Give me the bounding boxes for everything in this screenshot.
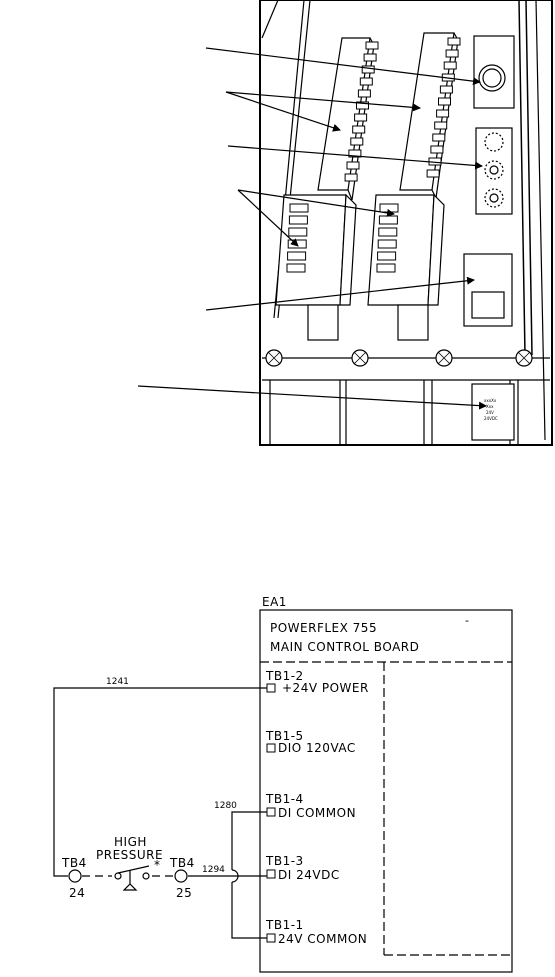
- arrow-left-connector: [225, 91, 341, 132]
- terminal-desc: DI 24VDC: [278, 868, 340, 882]
- terminal-id: TB1-1: [265, 918, 304, 932]
- pin-slot: [359, 77, 373, 86]
- pin-slot: [439, 85, 453, 94]
- arrow-power-label: [137, 385, 487, 410]
- board-ref: EA1: [262, 595, 287, 609]
- wire-label-1241: 1241: [106, 677, 129, 687]
- pin-slot: [348, 149, 362, 158]
- din-connector: [473, 35, 515, 109]
- tb4-right-num: 25: [176, 886, 192, 900]
- terminal-id: TB1-3: [265, 854, 304, 868]
- pin-slot: [287, 239, 307, 249]
- pin-slot: [377, 251, 397, 261]
- pin-slot: [434, 121, 448, 130]
- terminal-desc: DI COMMON: [278, 806, 356, 820]
- switch-diaphragm: [122, 883, 138, 891]
- pin-slot: [354, 113, 368, 122]
- switch-label-line2: PRESSURE: [96, 848, 163, 862]
- switch-contact-left: [114, 872, 122, 880]
- pin-slot: [356, 101, 369, 110]
- terminal-tb1-2: TB1-2 +24V POWER: [265, 669, 369, 695]
- wire-1280-lower: [231, 882, 267, 939]
- wire-1241: [53, 687, 267, 877]
- pin-slot: [363, 53, 377, 62]
- pin-slot: [426, 169, 440, 178]
- tb4-right-label: TB4: [169, 856, 195, 870]
- terminal-tb1-1: TB1-1 24V COMMON: [265, 918, 367, 946]
- arrow-din: [205, 47, 481, 86]
- terminal-tb1-3: TB1-3 DI 24VDC: [265, 854, 340, 882]
- terminal-box: [266, 743, 276, 753]
- terminal-desc: +24V POWER: [282, 681, 369, 695]
- pin-slot: [436, 109, 450, 118]
- arrow-right-connector: [225, 91, 421, 112]
- rj45-jack: [463, 253, 513, 327]
- pin-slot: [378, 215, 398, 225]
- switch-asterisk: *: [154, 858, 161, 872]
- switch-blade: [117, 865, 150, 874]
- rotary-switches: [475, 127, 513, 215]
- pin-slot: [376, 263, 396, 273]
- pin-slot: [286, 263, 306, 273]
- tb4-left-label: TB4: [61, 856, 87, 870]
- arrow-bottom-right: [237, 189, 395, 217]
- pin-slot: [430, 145, 444, 154]
- tb4-25-terminal: [174, 869, 188, 883]
- power-label-line2: Xxx: [486, 404, 494, 409]
- pin-slot: [361, 65, 375, 74]
- pressure-switch: [68, 865, 188, 891]
- pin-slot: [289, 203, 309, 213]
- terminal-id: TB1-5: [265, 729, 304, 743]
- switch-contact-right: [142, 872, 150, 880]
- terminal-box: [266, 869, 276, 879]
- board-title-line2: MAIN CONTROL BOARD: [270, 640, 419, 654]
- pin-slot: [288, 215, 308, 225]
- pin-slot: [357, 89, 371, 98]
- terminal-desc: 24V COMMON: [278, 932, 367, 946]
- photo-frame: [259, 0, 553, 446]
- terminal-box: [266, 807, 276, 817]
- terminal-id: TB1-4: [265, 792, 304, 806]
- pin-slot: [346, 161, 360, 170]
- terminal-box: [266, 683, 276, 693]
- tb4-24-terminal: [68, 869, 82, 883]
- pin-slot: [288, 227, 308, 237]
- pin-slot: [344, 173, 358, 182]
- pin-slot: [445, 49, 459, 58]
- terminal-rail: [262, 349, 550, 445]
- pin-slot: [365, 41, 379, 50]
- pin-slot: [352, 125, 366, 134]
- corner-mark: -: [465, 614, 469, 627]
- arrow-bottom-left: [237, 189, 299, 247]
- terminal-id: TB1-2: [265, 669, 304, 683]
- pin-slot: [438, 97, 451, 106]
- wire-label-1294: 1294: [202, 865, 225, 875]
- power-label-line3: 24V: [486, 410, 494, 415]
- callout-arrows: [137, 47, 487, 410]
- terminal-desc: DIO 120VAC: [278, 741, 356, 755]
- pin-slot: [350, 137, 364, 146]
- pin-slot: [379, 203, 399, 213]
- switch-label-line1: HIGH: [114, 835, 147, 849]
- pin-slot: [447, 37, 461, 46]
- pin-slot: [432, 133, 446, 142]
- pin-slot: [443, 61, 457, 70]
- pin-slot: [377, 239, 397, 249]
- board-title-line1: POWERFLEX 755: [270, 621, 377, 635]
- arrow-rotary: [227, 145, 483, 170]
- wire-label-1280: 1280: [214, 801, 237, 811]
- arrow-rj45: [205, 276, 475, 311]
- power-label-line4: 24VDC: [484, 416, 498, 421]
- terminal-tb1-5: TB1-5 DIO 120VAC: [265, 729, 356, 755]
- terminal-tb1-4: TB1-4 DI COMMON: [265, 792, 356, 820]
- terminal-box: [266, 933, 276, 943]
- tb4-left-num: 24: [69, 886, 85, 900]
- wires: [53, 687, 267, 939]
- board-outline: [259, 609, 513, 973]
- pin-slot: [378, 227, 398, 237]
- pin-slot: [287, 251, 307, 261]
- wire-1280: [231, 811, 267, 870]
- power-label-line1: xxxXx: [484, 398, 497, 403]
